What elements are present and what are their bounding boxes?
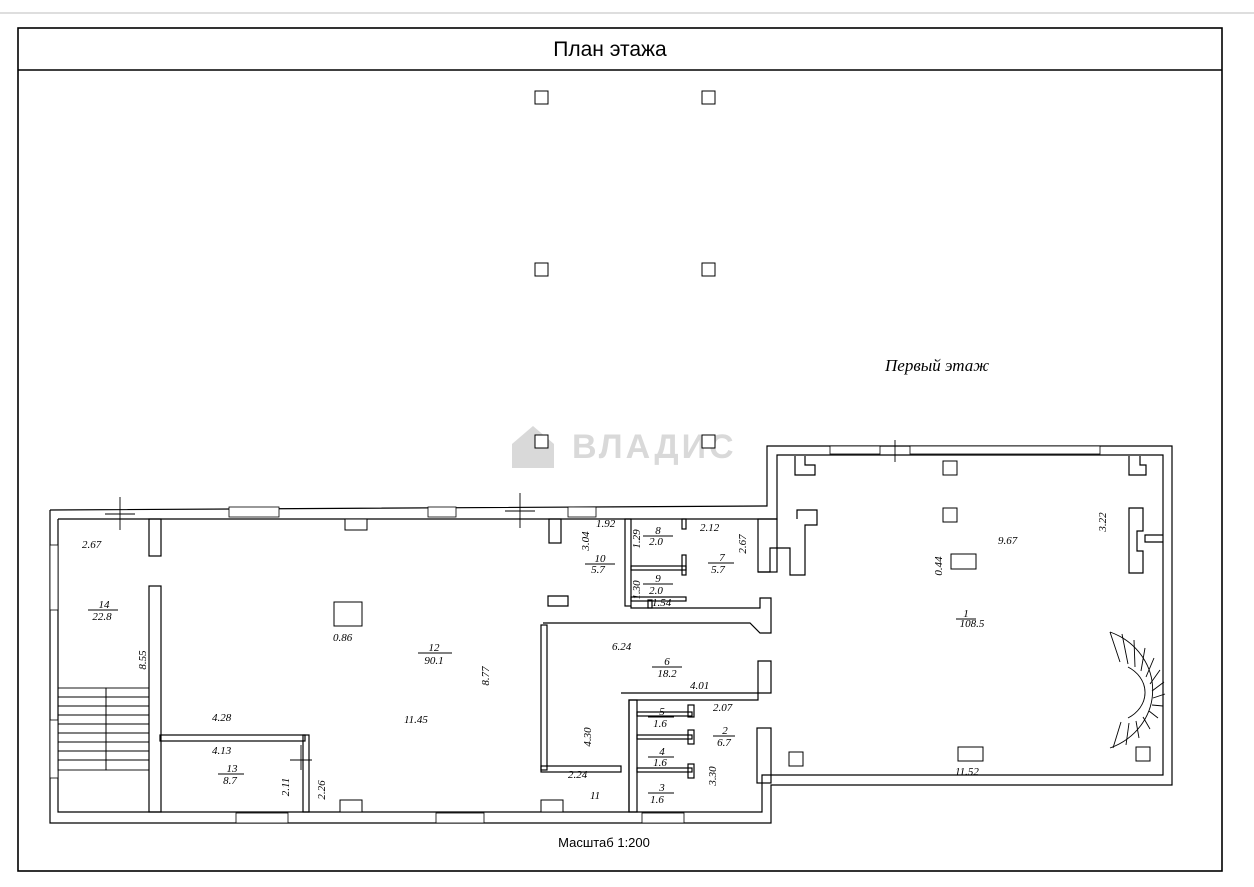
room-label: 51.6 (648, 706, 674, 730)
columns (333, 460, 1151, 813)
dimension-label: 0.44 (933, 556, 945, 576)
svg-text:3: 3 (658, 782, 665, 794)
dimension-label: 11 (590, 790, 600, 802)
svg-text:5: 5 (659, 706, 665, 718)
dimension-label: 3.22 (1097, 512, 1109, 533)
dimension-label: 2.67 (82, 539, 102, 551)
svg-text:10: 10 (595, 553, 607, 565)
column-marker (534, 262, 549, 277)
dimension-label: 4.13 (212, 745, 232, 757)
svg-text:18.2: 18.2 (657, 668, 677, 680)
dimension-label: 2.12 (700, 522, 720, 534)
svg-text:90.1: 90.1 (424, 655, 443, 667)
dimension-label: 11.45 (404, 714, 428, 726)
svg-text:22.8: 22.8 (92, 611, 112, 623)
svg-text:1.6: 1.6 (650, 794, 664, 806)
column-marker (701, 262, 716, 277)
dimension-label: 4.28 (212, 712, 232, 724)
svg-text:7: 7 (719, 552, 725, 564)
dimension-label: 2.67 (737, 534, 749, 554)
floor-label: Первый этаж (884, 356, 989, 375)
stairs-left (57, 687, 150, 771)
dimension-label: 1.92 (596, 518, 616, 530)
dimension-label: 2.11 (280, 778, 292, 796)
dimension-label: 4.01 (690, 680, 709, 692)
column-marker (701, 90, 716, 105)
room-label: 618.2 (652, 656, 682, 680)
svg-text:2.0: 2.0 (649, 536, 663, 548)
svg-text:8.7: 8.7 (223, 775, 237, 787)
drawing-frame (17, 27, 1223, 872)
svg-text:5.7: 5.7 (591, 564, 605, 576)
svg-text:12: 12 (429, 642, 441, 654)
dimension-label: 9.67 (998, 535, 1018, 547)
svg-text:108.5: 108.5 (960, 618, 985, 630)
dimension-label: 2.24 (568, 769, 588, 781)
inner-walls (148, 456, 1163, 813)
page-title: План этажа (553, 38, 667, 61)
svg-text:1.6: 1.6 (653, 718, 667, 730)
svg-text:2: 2 (722, 725, 728, 737)
dimension-label: 3.30 (707, 766, 719, 787)
svg-text:14: 14 (99, 599, 111, 611)
svg-text:1: 1 (963, 608, 969, 620)
windows (49, 445, 1101, 824)
room-label: 82.0 (643, 525, 673, 548)
dimension-label: 11.52 (955, 766, 979, 778)
dimension-label: 1.54 (652, 597, 672, 609)
svg-text:6: 6 (664, 656, 670, 668)
svg-text:5.7: 5.7 (711, 564, 725, 576)
svg-text:13: 13 (227, 763, 239, 775)
room-label: 75.7 (708, 552, 734, 576)
svg-text:4: 4 (659, 746, 665, 758)
svg-text:1.6: 1.6 (653, 757, 667, 769)
room-label: 105.7 (585, 553, 615, 576)
column-marker (534, 434, 549, 449)
room-label: 138.7 (218, 763, 244, 787)
dimension-label: 0.86 (333, 632, 353, 644)
dimension-label: 2.26 (316, 780, 328, 800)
column-marker (534, 90, 549, 105)
axis-ticks (105, 440, 896, 770)
room-label: 92.0 (643, 573, 673, 597)
scale-label: Масштаб 1:200 (558, 835, 650, 850)
dimension-label: 1.29 (631, 529, 643, 549)
dimension-label: 1.30 (631, 580, 643, 600)
spiral-stair (1109, 631, 1166, 749)
dimension-label: 4.30 (582, 727, 594, 747)
dimension-label: 8.55 (137, 650, 149, 670)
dimension-label: 2.07 (713, 702, 733, 714)
svg-text:8: 8 (655, 525, 661, 537)
outer-walls (49, 445, 1173, 824)
room-label: 41.6 (648, 746, 674, 769)
column-marker (701, 434, 716, 449)
svg-text:2.0: 2.0 (649, 585, 663, 597)
room-label: 26.7 (713, 725, 735, 749)
room-label: 31.6 (648, 782, 674, 806)
dimension-label: 6.24 (612, 641, 632, 653)
svg-text:9: 9 (655, 573, 661, 585)
dimension-label: 3.04 (580, 531, 592, 552)
svg-text:6.7: 6.7 (717, 737, 731, 749)
dimension-label: 8.77 (480, 666, 492, 686)
